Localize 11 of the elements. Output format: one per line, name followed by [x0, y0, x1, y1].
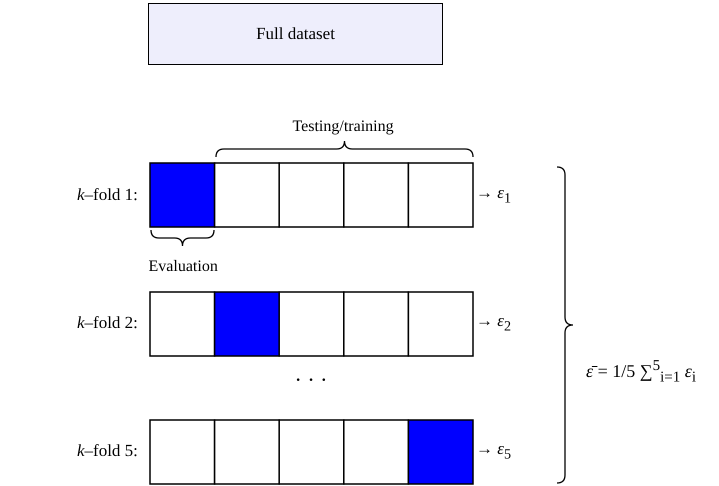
average-formula: ε̄ = 1/5 ∑$^{5}$$_{i=1}$ ε$_{i}$ — [586, 358, 696, 386]
dataset-box: Full dataset — [148, 3, 443, 65]
error-label: → ε$_{1}$ — [476, 184, 512, 207]
fold-label: k–fold 2: — [77, 314, 138, 333]
error-label: → ε$_{2}$ — [476, 312, 512, 335]
fold-label: k–fold 1: — [77, 186, 138, 205]
brace-label: Testing/training — [292, 118, 394, 136]
error-label: → ε$_{5}$ — [476, 440, 512, 463]
fold-label: k–fold 5: — [77, 442, 138, 461]
ellipsis: · · · — [294, 368, 328, 392]
brace-label: Evaluation — [148, 258, 218, 276]
